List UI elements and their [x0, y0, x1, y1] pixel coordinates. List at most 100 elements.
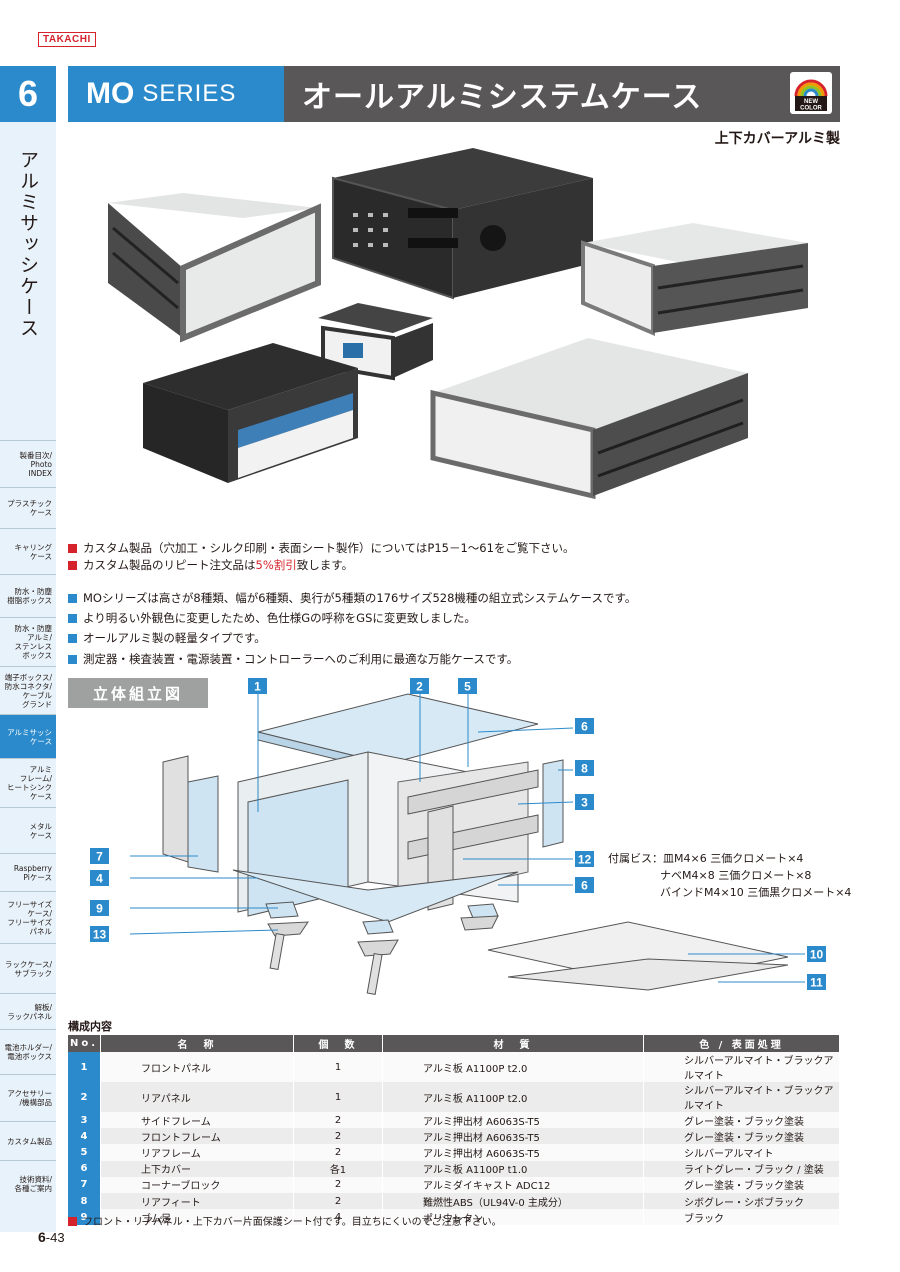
sidebar-nav-item[interactable]: プラスチックケース: [0, 487, 56, 528]
callout-box: [90, 926, 109, 942]
callout-box: [248, 678, 267, 694]
table-cell: 2: [293, 1176, 383, 1193]
table-cell: 2: [68, 1082, 101, 1112]
sidebar-nav-label: 各種ご案内: [14, 1183, 53, 1193]
red-square-icon: [68, 561, 77, 570]
table-cell: アルミ押出材 A6063S-T5: [382, 1112, 644, 1129]
sidebar-nav-label: プラスチック: [7, 499, 52, 508]
callout-box: [90, 870, 109, 886]
feature-1: MOシリーズは高さが8種類、幅が6種類、奥行が5種類の176サイズ528機種の組…: [68, 590, 636, 606]
callout-box: [575, 877, 594, 893]
table-cell: グレー塗装・ブラック塗装: [643, 1112, 840, 1129]
table-cell: 1: [293, 1052, 383, 1082]
callout-number: 6: [581, 720, 588, 734]
sidebar-nav-item[interactable]: アクセサリー/機構部品: [0, 1074, 56, 1121]
table-cell: アルミダイキャスト ADC12: [382, 1176, 644, 1193]
sidebar-nav-label: アルミ/: [27, 633, 52, 642]
sidebar-nav-label: Photo: [30, 459, 52, 469]
table-cell: 各1: [293, 1160, 383, 1177]
sidebar-nav-label: ケース: [29, 508, 52, 517]
accessory-line-2: ナベM4×8 三価クロメート×8: [660, 869, 812, 882]
sidebar-nav-item[interactable]: フリーサイズケース/フリーサイズパネル: [0, 891, 56, 943]
sidebar-nav-item[interactable]: 解板/ラックパネル: [0, 993, 56, 1029]
table-cell: 1: [68, 1052, 101, 1082]
table-cell: シボグレー・シボブラック: [643, 1192, 840, 1210]
col-qty: 個 数: [293, 1035, 383, 1052]
sidebar-nav-label: Piケース: [23, 872, 52, 882]
sidebar-nav-label: アルミ: [29, 765, 52, 774]
sidebar-nav-label: ステンレス: [14, 642, 53, 651]
callout-box: [575, 851, 594, 867]
sidebar-nav-item[interactable]: メタルケース: [0, 807, 56, 853]
callout-number: 4: [96, 872, 103, 886]
table-cell: サイドフレーム: [100, 1112, 294, 1129]
parts-table-title: 構成内容: [68, 1020, 112, 1033]
callout-box: [807, 946, 826, 962]
table-cell: アルミ板 A1100P t2.0: [382, 1082, 644, 1112]
callout-number: 7: [96, 850, 103, 864]
callout-box: [90, 900, 109, 916]
case-silver-3: [430, 338, 748, 500]
sidebar-nav-label: カスタム製品: [7, 1136, 52, 1146]
table-cell: シルバーアルマイト・ブラックアルマイト: [643, 1052, 840, 1082]
callout-box: [575, 718, 594, 734]
chapter-title: アルミサッシケース: [17, 150, 39, 339]
sidebar-nav-item[interactable]: 端子ボックス/防水コネクタ/ケーブルグランド: [0, 666, 56, 714]
sidebar-nav-label: サブラック: [14, 968, 53, 978]
sidebar-nav-label: 防水・防塵: [14, 624, 53, 633]
table-cell: ライトグレー・ブラック / 塗装: [643, 1160, 840, 1177]
sidebar-nav-label: グランド: [22, 699, 52, 709]
series-bold: MO: [86, 77, 135, 110]
note-custom2: カスタム製品のリピート注文品は5%割引致します。: [68, 557, 353, 573]
feature-2: より明るい外観色に変更したため、色仕様Gの呼称をGSに変更致しました。: [68, 610, 476, 626]
sidebar-nav-label: アルミサッシ: [7, 727, 52, 737]
table-cell: 上下カバー: [100, 1160, 294, 1177]
table-cell: シルバーアルマイト・ブラックアルマイト: [643, 1082, 840, 1112]
sidebar-nav-item[interactable]: アルミサッシケース: [0, 714, 56, 758]
page-subtitle: 上下カバーアルミ製: [714, 131, 840, 147]
sidebar-nav-label: ケース: [29, 551, 52, 561]
callout-number: 9: [96, 902, 103, 916]
note-custom1: カスタム製品（穴加工・シルク印刷・表面シート製作）についてはP15－1～61をご…: [68, 540, 574, 556]
table-cell: 8: [68, 1192, 101, 1210]
sidebar-nav-item[interactable]: キャリングケース: [0, 528, 56, 574]
sidebar-nav-label: 解板/: [34, 1002, 52, 1012]
callout-box: [575, 794, 594, 810]
footnote: フロント・リアパネル・上下カバー片面保護シート付です。目立ちにくいのでご注意下さ…: [68, 1213, 502, 1228]
table-cell: リアフィート: [100, 1192, 294, 1210]
col-no: No.: [68, 1035, 101, 1052]
sidebar-nav-item[interactable]: 電池ホルダー/電池ボックス: [0, 1029, 56, 1074]
case-black-2: [143, 343, 358, 483]
sidebar-nav-item[interactable]: アルミフレーム/ヒートシンクケース: [0, 758, 56, 807]
sidebar-nav-item[interactable]: 防水・防塵樹脂ボックス: [0, 574, 56, 617]
sidebar-nav-label: ケース: [29, 736, 52, 746]
case-black-1: [332, 148, 593, 300]
sidebar-nav-label: INDEX: [28, 468, 52, 478]
chapter-number: 6: [0, 66, 56, 122]
sidebar-nav-label: フレーム/: [19, 774, 52, 783]
callout-number: 3: [581, 796, 588, 810]
callout-number: 12: [578, 853, 592, 867]
callout-number: 5: [464, 680, 471, 694]
series-label: MO SERIES: [68, 66, 284, 122]
sidebar-nav-label: Raspberry: [13, 863, 52, 873]
callout-number: 11: [810, 976, 823, 990]
accessory-line-3: バインドM4×10 三価黒クロメート×4: [660, 886, 852, 899]
sidebar-nav-item[interactable]: ラックケース/サブラック: [0, 943, 56, 993]
table-cell: 2: [293, 1144, 383, 1161]
sidebar-nav-item[interactable]: カスタム製品: [0, 1121, 56, 1160]
sidebar-nav-item[interactable]: 防水・防塵アルミ/ステンレスボックス: [0, 617, 56, 666]
sidebar-nav-item[interactable]: 技術資料/各種ご案内: [0, 1160, 56, 1206]
page-number: 6-43: [38, 1229, 65, 1245]
table-cell: 2: [293, 1192, 383, 1210]
